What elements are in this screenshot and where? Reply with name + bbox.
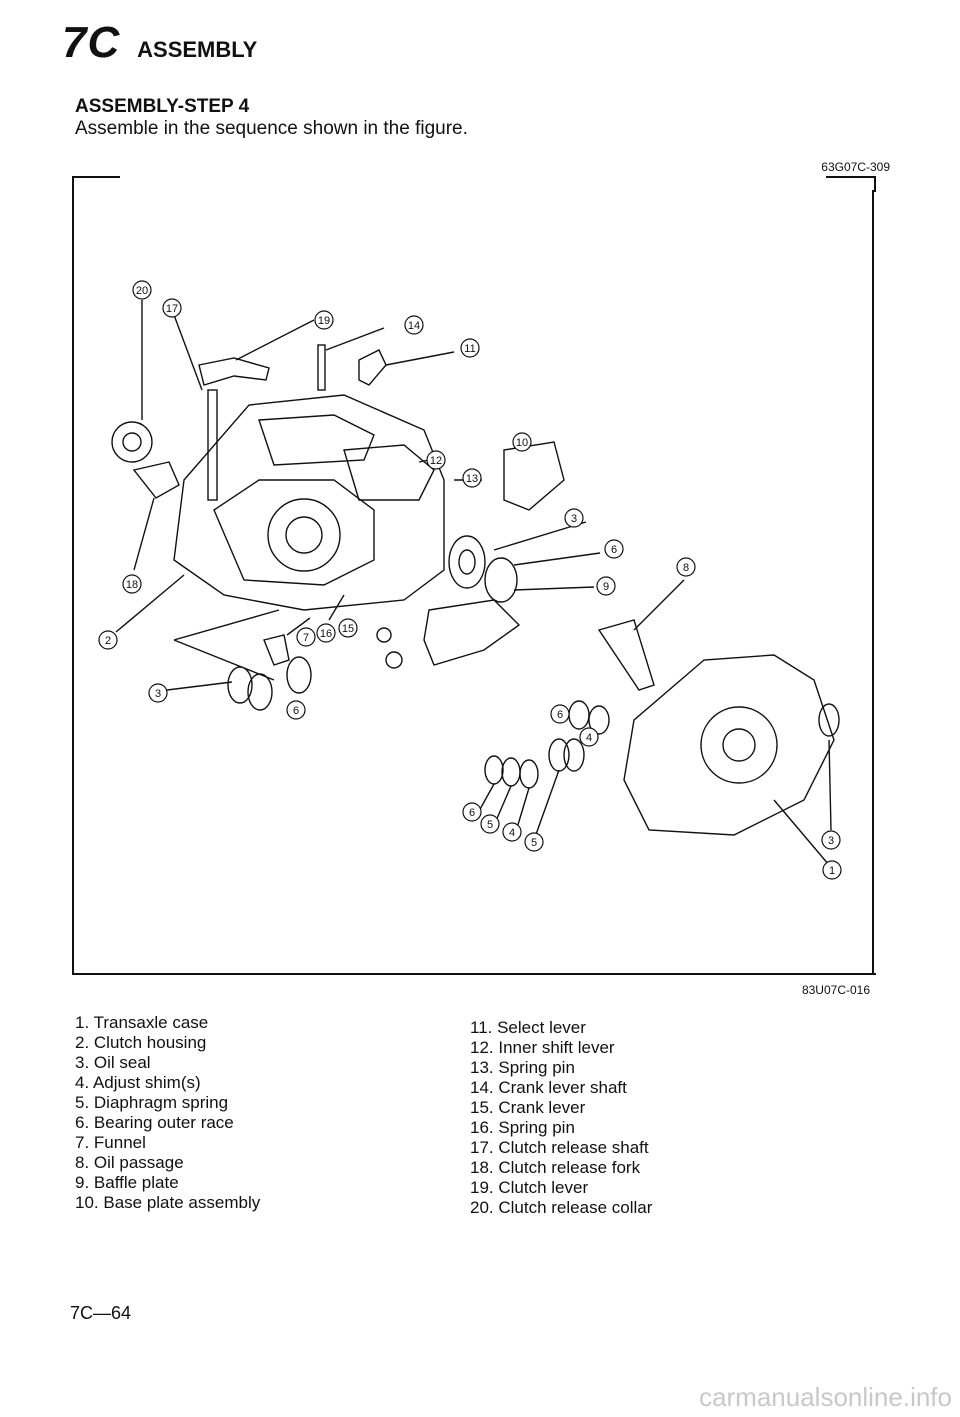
clutch-housing-drawing: [173, 394, 445, 611]
svg-text:10: 10: [516, 437, 528, 449]
callout-12: 12: [426, 450, 446, 470]
figure-ref-top: 63G07C-309: [821, 160, 890, 174]
part-item: 6. Bearing outer race: [75, 1113, 234, 1132]
svg-text:3: 3: [571, 513, 577, 525]
callout-3-b: 3: [148, 683, 168, 703]
callout-7: 7: [296, 627, 316, 647]
svg-text:13: 13: [466, 473, 478, 485]
svg-text:11: 11: [464, 343, 475, 355]
part-item: 3. Oil seal: [75, 1053, 151, 1072]
svg-text:6: 6: [469, 807, 475, 819]
part-item: 10. Base plate assembly: [75, 1193, 261, 1212]
part-item: 8. Oil passage: [75, 1153, 184, 1172]
part-item: 18. Clutch release fork: [470, 1158, 641, 1177]
callout-13: 13: [462, 468, 482, 488]
figure-corner-top-right: [826, 176, 876, 192]
svg-text:20: 20: [136, 285, 148, 297]
svg-text:17: 17: [166, 303, 178, 315]
part-item: 5. Diaphragm spring: [75, 1093, 229, 1112]
part-item: 1. Transaxle case: [75, 1013, 209, 1032]
svg-text:6: 6: [293, 705, 299, 717]
figure-corner-top-left: [72, 176, 120, 178]
svg-text:9: 9: [603, 581, 609, 593]
part-item: 17. Clutch release shaft: [470, 1138, 649, 1157]
svg-text:15: 15: [342, 623, 354, 635]
callout-labels: 20 17 19 14 11 10 12 13 3 6 8 9 18 2 7 1…: [98, 280, 842, 880]
svg-text:3: 3: [155, 688, 161, 700]
part-item: 19. Clutch lever: [470, 1178, 589, 1197]
release-collar-drawing: [111, 421, 153, 463]
callout-11: 11: [460, 338, 480, 358]
callout-1: 1: [822, 860, 842, 880]
base-plate-drawing: [503, 441, 565, 511]
callout-3-a: 3: [564, 508, 584, 528]
parts-list-right: 11. Select lever 12. Inner shift lever 1…: [470, 1018, 652, 1218]
release-shaft-drawing: [207, 389, 218, 501]
callout-15: 15: [338, 618, 358, 638]
section-code: 7C: [62, 18, 121, 67]
callout-2: 2: [98, 630, 118, 650]
instruction-text: Assemble in the sequence shown in the fi…: [75, 118, 468, 139]
callout-6-b: 6: [286, 700, 306, 720]
part-item: 9. Baffle plate: [75, 1173, 179, 1192]
svg-text:3: 3: [828, 835, 834, 847]
callout-4-b: 4: [502, 822, 522, 842]
callout-20: 20: [132, 280, 152, 300]
part-item: 16. Spring pin: [470, 1118, 575, 1137]
callout-3-c: 3: [821, 830, 841, 850]
callout-14: 14: [404, 315, 424, 335]
step-title: ASSEMBLY-STEP 4: [75, 96, 250, 117]
part-item: 14. Crank lever shaft: [470, 1078, 627, 1097]
callout-17: 17: [162, 298, 182, 318]
exploded-view-diagram: 20 17 19 14 11 10 12 13 3 6 8 9 18 2 7 1…: [98, 280, 842, 880]
svg-text:14: 14: [408, 320, 420, 332]
callout-9: 9: [596, 576, 616, 596]
page-number: 7C—64: [70, 1303, 132, 1323]
callout-19: 19: [314, 310, 334, 330]
svg-text:4: 4: [509, 827, 515, 839]
part-item: 4. Adjust shim(s): [75, 1073, 201, 1092]
baffle-plate-drawing: [423, 599, 521, 666]
clutch-lever-drawing: [198, 357, 270, 386]
section-title: 7C ASSEMBLY: [62, 18, 257, 68]
svg-text:5: 5: [531, 837, 537, 849]
svg-text:18: 18: [126, 579, 138, 591]
svg-text:5: 5: [487, 819, 493, 831]
figure-frame: [72, 178, 876, 975]
part-item: 13. Spring pin: [470, 1058, 575, 1077]
parts-list-left: 1. Transaxle case 2. Clutch housing 3. O…: [75, 1013, 260, 1213]
svg-text:19: 19: [318, 315, 330, 327]
svg-text:4: 4: [586, 732, 592, 744]
svg-text:12: 12: [430, 455, 442, 467]
callout-10: 10: [512, 432, 532, 452]
part-item: 20. Clutch release collar: [470, 1198, 653, 1217]
transaxle-case-drawing: [623, 654, 835, 836]
section-name: ASSEMBLY: [137, 37, 258, 62]
figure-ref-bottom: 83U07C-016: [801, 983, 870, 997]
part-item: 15. Crank lever: [470, 1098, 586, 1117]
part-item: 2. Clutch housing: [75, 1033, 207, 1052]
svg-text:6: 6: [557, 709, 563, 721]
figure-frame-right: [872, 190, 874, 973]
svg-text:8: 8: [683, 562, 689, 574]
part-item: 11. Select lever: [470, 1018, 586, 1037]
svg-text:6: 6: [611, 544, 617, 556]
callout-5-a: 5: [480, 814, 500, 834]
callout-4-a: 4: [579, 727, 599, 747]
part-item: 12. Inner shift lever: [470, 1038, 615, 1057]
callout-6-c: 6: [550, 704, 570, 724]
watermark: carmanualsonline.info: [699, 1382, 952, 1412]
callout-6-a: 6: [604, 539, 624, 559]
svg-text:2: 2: [105, 635, 111, 647]
svg-text:16: 16: [320, 628, 332, 640]
release-fork-drawing: [132, 461, 180, 499]
part-item: 7. Funnel: [75, 1133, 146, 1152]
callout-16: 16: [316, 623, 336, 643]
callout-8: 8: [676, 557, 696, 577]
callout-18: 18: [122, 574, 142, 594]
svg-text:1: 1: [829, 865, 835, 877]
callout-5-b: 5: [524, 832, 544, 852]
svg-text:7: 7: [303, 632, 309, 644]
callout-6-d: 6: [462, 802, 482, 822]
